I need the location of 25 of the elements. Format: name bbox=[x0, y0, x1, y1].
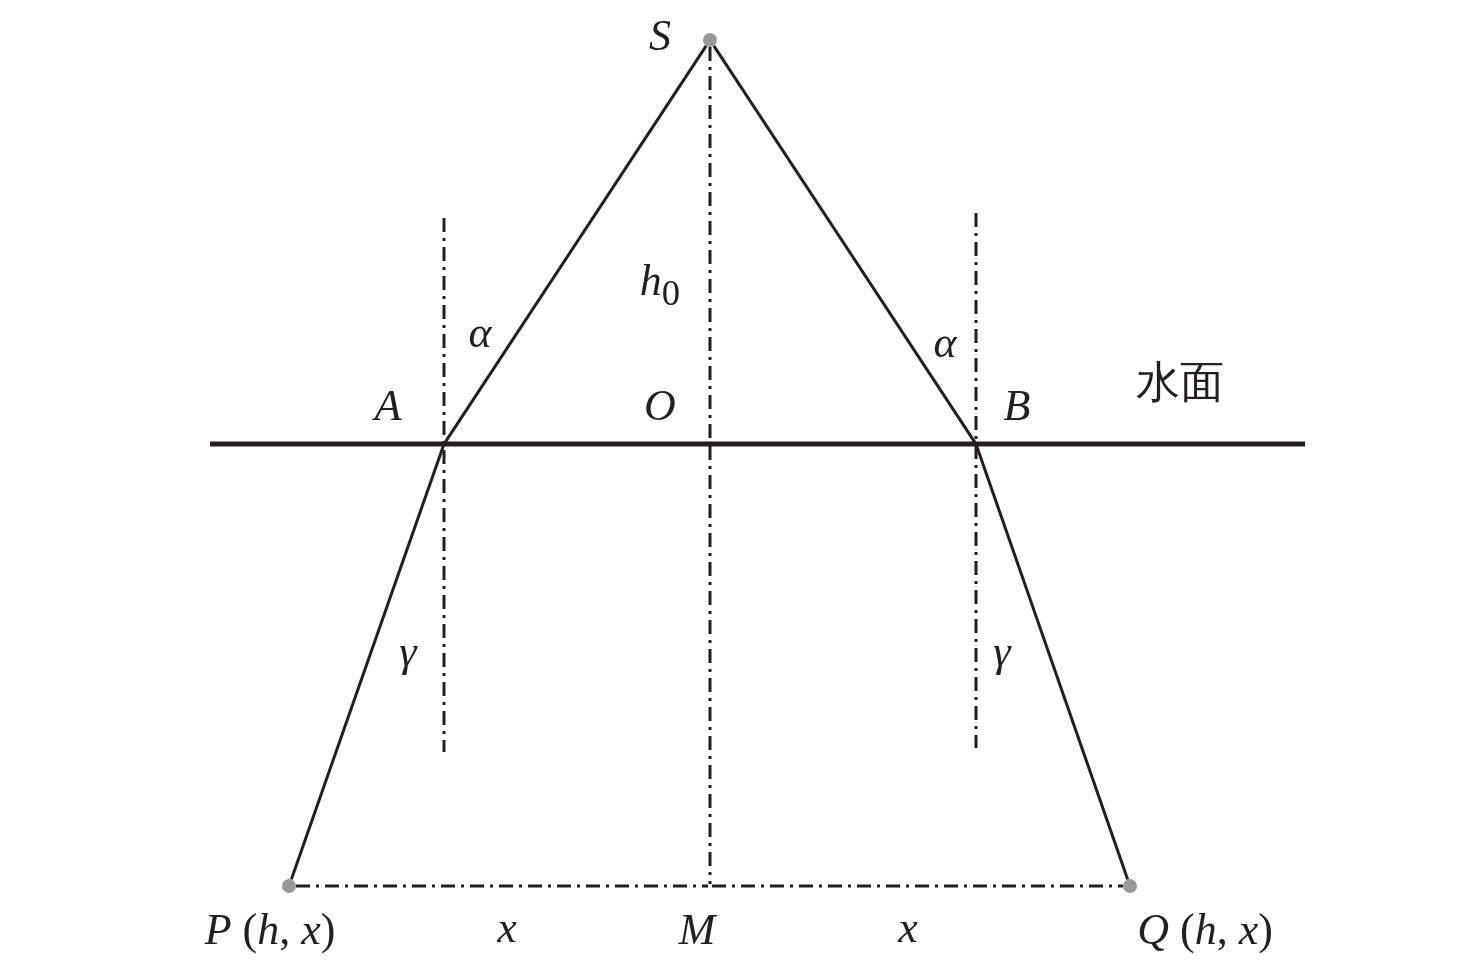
dash-dot-line bbox=[712, 884, 1123, 888]
ray-line bbox=[712, 45, 977, 444]
symbol-label: γ bbox=[399, 630, 417, 674]
symbol-label: α bbox=[933, 321, 957, 365]
symbol-label: x bbox=[898, 906, 918, 950]
dash-dot-line bbox=[296, 884, 708, 888]
ray-line bbox=[443, 45, 708, 444]
point-label: Q (h, x) bbox=[1137, 908, 1273, 952]
symbol-label: h$_{0}$ bbox=[639, 258, 681, 312]
ray-line bbox=[289, 445, 445, 880]
point-dot bbox=[1123, 879, 1137, 893]
symbol-label: α bbox=[468, 311, 492, 355]
point-label: P (h, x) bbox=[204, 908, 336, 952]
point-dot bbox=[703, 33, 717, 47]
point-label: M bbox=[678, 908, 716, 952]
point-label: A bbox=[374, 384, 402, 428]
symbol-label: γ bbox=[993, 630, 1011, 674]
symbol-label: x bbox=[497, 906, 517, 950]
symbol-label: 水面 bbox=[1136, 361, 1224, 405]
dash-dot-line bbox=[708, 446, 712, 884]
point-label: B bbox=[1003, 384, 1031, 428]
point-label: O bbox=[644, 384, 676, 428]
point-dot bbox=[282, 879, 296, 893]
point-label: S bbox=[649, 14, 671, 58]
ray-line bbox=[975, 445, 1130, 880]
